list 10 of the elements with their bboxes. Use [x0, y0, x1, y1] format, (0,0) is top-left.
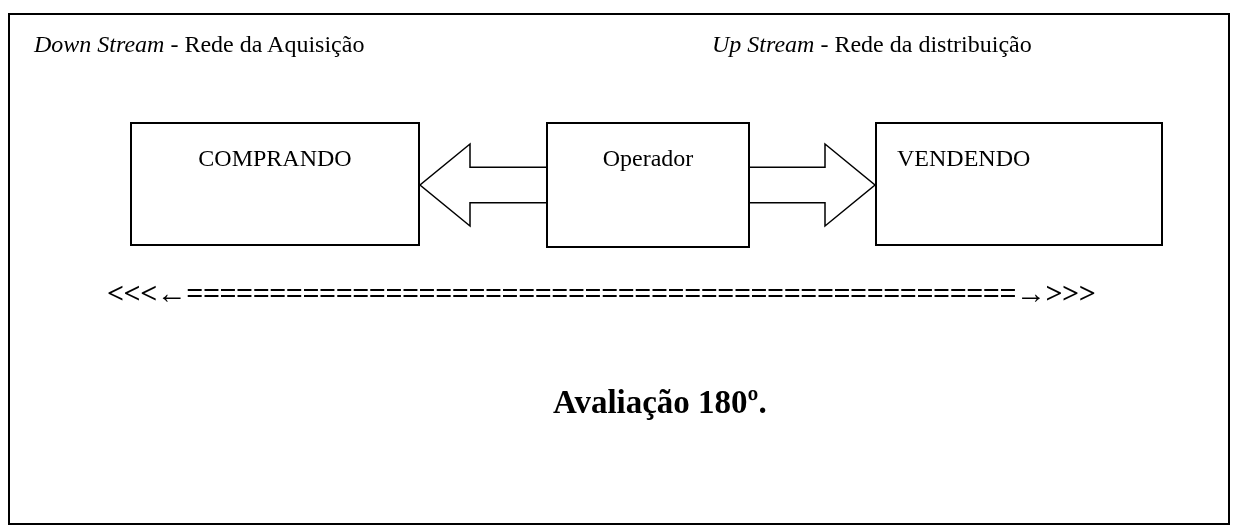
heading-text: Up Stream - Rede da distribuição — [712, 32, 1032, 56]
process-box — [546, 122, 750, 248]
process-box — [130, 122, 420, 246]
caption-text: Avaliação 180º. — [553, 386, 767, 419]
direction-arrow: <<<←==================================================→>>> — [107, 278, 1096, 308]
heading-text: Down Stream - Rede da Aquisição — [34, 32, 365, 56]
box-label: COMPRANDO — [197, 146, 353, 170]
box-label: VENDENDO — [897, 146, 1032, 170]
box-label: Operador — [601, 146, 695, 170]
process-box — [875, 122, 1163, 246]
